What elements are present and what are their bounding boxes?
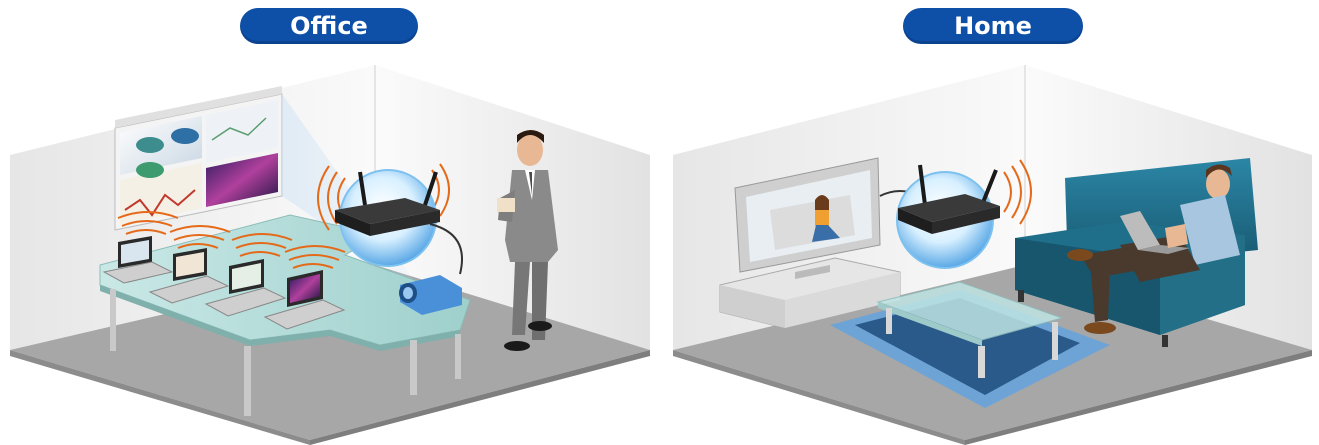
home-room (673, 65, 1312, 445)
office-room (10, 65, 650, 445)
